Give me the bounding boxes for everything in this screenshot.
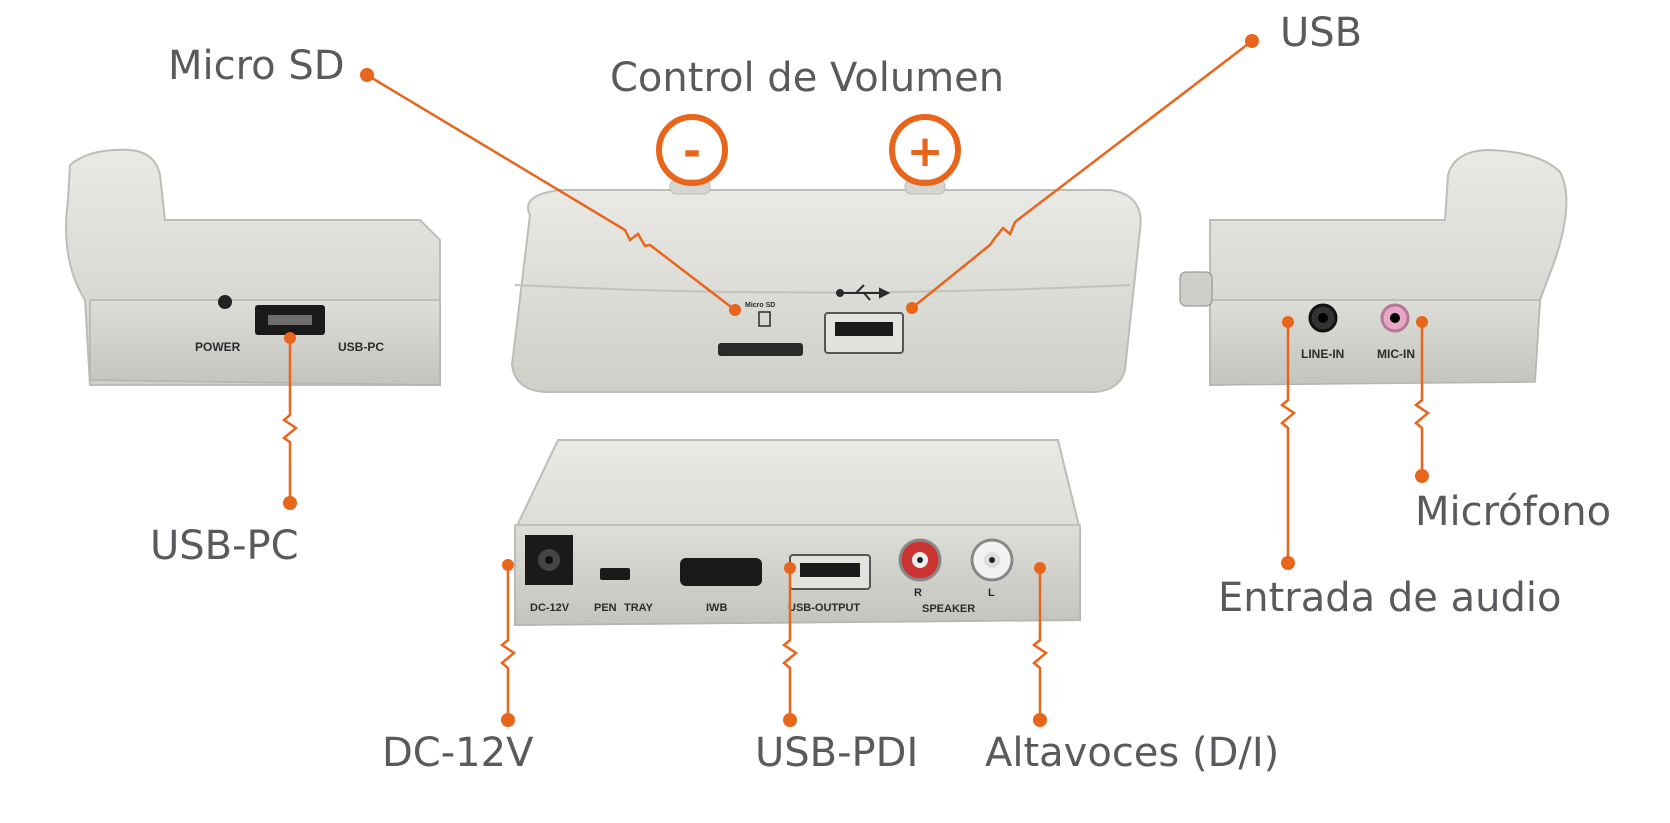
- usb-icon: [836, 284, 891, 301]
- microfono-dot: [1415, 469, 1429, 483]
- minus-glyph: -: [683, 126, 701, 177]
- line-in-start-dot: [1282, 316, 1294, 328]
- micro-sd-device-label: Micro SD: [745, 302, 775, 309]
- speaker-label: SPEAKER: [922, 603, 975, 615]
- entrada-audio-dot: [1281, 556, 1295, 570]
- altavoces-callout: Altavoces (D/I): [985, 730, 1280, 776]
- micro-sd-callout: Micro SD: [168, 43, 345, 89]
- dc12v-leader: [499, 565, 517, 718]
- l-label: L: [988, 587, 995, 599]
- usb-pc-dot: [283, 496, 297, 510]
- right-side-device: LINE-IN MIC-IN: [1179, 148, 1568, 387]
- dc12v-dot: [501, 713, 515, 727]
- pen-label: PEN: [594, 602, 617, 614]
- altavoces-start-dot: [1034, 562, 1046, 574]
- usb-pc-leader: [281, 340, 299, 500]
- volume-minus-icon: -: [656, 114, 728, 186]
- usb-pc-port-label: USB-PC: [338, 340, 384, 354]
- microfono-leader: [1413, 322, 1431, 475]
- usb-pdi-start-dot: [784, 562, 796, 574]
- micro-sd-slot: [718, 343, 803, 356]
- usb-callout: USB: [1280, 10, 1363, 56]
- dc12v-callout: DC-12V: [382, 730, 534, 776]
- entrada-audio-leader: [1279, 322, 1297, 562]
- r-label: R: [914, 587, 922, 599]
- leader-dots: [283, 34, 1429, 727]
- iwb-label: IWB: [706, 602, 727, 614]
- sd-card-icon: [758, 311, 771, 327]
- power-port-label: POWER: [195, 340, 241, 354]
- usb-dot: [1245, 34, 1259, 48]
- mic-in-start-dot: [1416, 316, 1428, 328]
- usb-output-label: USB-OUTPUT: [788, 602, 860, 614]
- tray-label: TRAY: [624, 602, 654, 614]
- volume-plus-icon: +: [889, 114, 961, 186]
- plus-glyph: +: [907, 126, 944, 177]
- center-top-device: Micro SD: [510, 179, 1142, 393]
- mic-in-label: MIC-IN: [1377, 347, 1415, 361]
- usb-pdi-callout: USB-PDI: [755, 730, 919, 776]
- pen-tray-port: [600, 568, 630, 580]
- micro-sd-leader: [366, 73, 736, 311]
- micro-sd-dot: [360, 68, 374, 82]
- volume-callout: Control de Volumen: [610, 55, 1005, 101]
- iwb-hdmi-port: [680, 558, 762, 586]
- microfono-callout: Micrófono: [1415, 489, 1612, 535]
- entrada-audio-callout: Entrada de audio: [1218, 575, 1562, 621]
- usb-pc-start-dot: [284, 332, 296, 344]
- dc12v-port-label: DC-12V: [530, 602, 570, 614]
- power-indicator: [218, 295, 232, 309]
- usb-leader: [911, 40, 1253, 309]
- usb-pdi-leader: [781, 568, 799, 718]
- usb-pdi-dot: [783, 713, 797, 727]
- micro-sd-end-dot: [729, 304, 741, 316]
- usb-end-dot: [906, 302, 918, 314]
- leader-lines: [281, 40, 1431, 718]
- dc12v-start-dot: [502, 559, 514, 571]
- center-bottom-device: DC-12V PEN TRAY IWB USB-OUTPUT R L SPEAK…: [514, 439, 1081, 627]
- rear-rca-jack: [1179, 271, 1213, 307]
- altavoces-leader: [1031, 568, 1049, 718]
- usb-pc-callout: USB-PC: [150, 523, 299, 569]
- left-side-device: POWER USB-PC: [65, 148, 441, 386]
- line-in-label: LINE-IN: [1301, 347, 1344, 361]
- altavoces-dot: [1033, 713, 1047, 727]
